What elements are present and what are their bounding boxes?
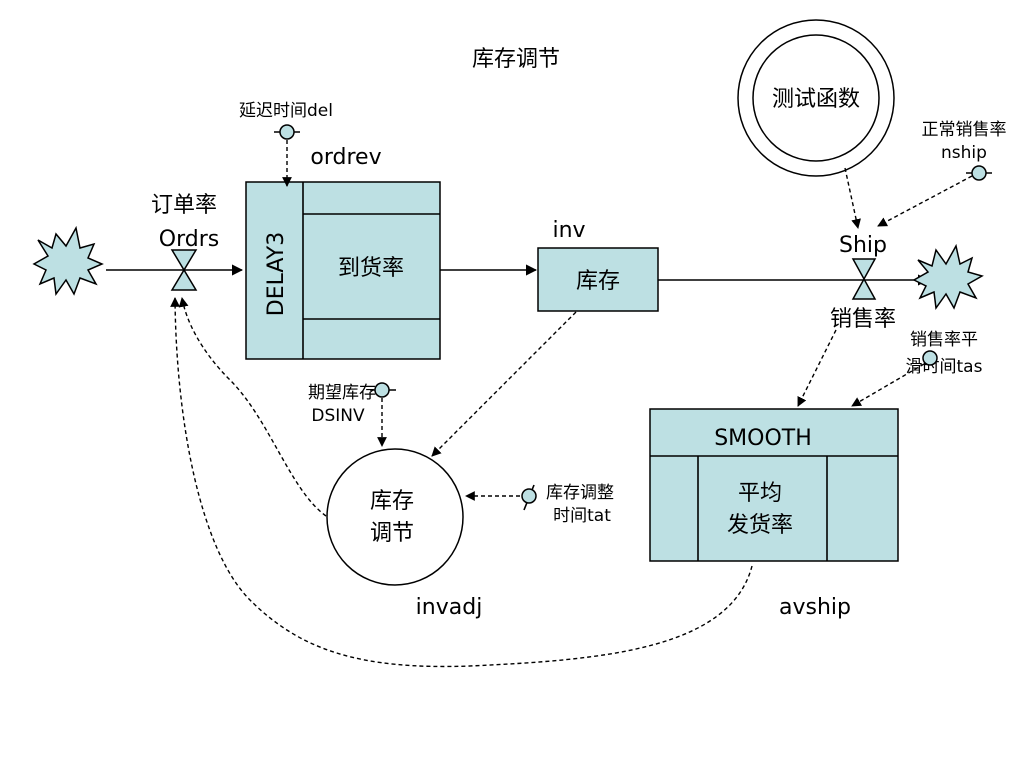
tat-constant-icon [521, 488, 537, 504]
sink-cloud-icon [912, 243, 984, 310]
smooth-box [649, 408, 899, 562]
del-constant-icon [279, 124, 295, 140]
del-constant-label: 延迟时间del [239, 101, 333, 121]
avship-to-orders-link [170, 297, 753, 668]
inventory-name: inv [552, 218, 585, 243]
dsinv-label-line1: 期望库存 [308, 383, 376, 403]
orders-valve-icon [170, 249, 198, 291]
diagram-title: 库存调节 [472, 47, 560, 72]
nship-constant-icon [971, 165, 987, 181]
ship-label-en: Ship [839, 233, 887, 258]
invadj-label-line1: 库存 [370, 489, 414, 514]
source-cloud-icon [32, 225, 104, 296]
test-function-circle [752, 34, 880, 162]
tas-label-line2: 滑时间tas [906, 357, 983, 377]
invadj-to-orders-link [178, 297, 327, 517]
delay3-label: 到货率 [338, 256, 404, 281]
orders-label-en: Ordrs [159, 227, 219, 252]
nship-label-line2: nship [941, 143, 987, 163]
tas-label-line1: 销售率平 [910, 330, 978, 350]
invadj-label-line2: 调节 [370, 521, 414, 546]
dsinv-constant-icon [374, 382, 390, 398]
smooth-name: avship [779, 595, 851, 620]
dsinv-label-line2: DSINV [311, 406, 365, 426]
test-function-link [844, 167, 861, 229]
tas-constant-icon [922, 350, 938, 366]
delay3-box [245, 181, 441, 360]
inventory-label: 库存 [576, 269, 620, 294]
tat-label-line1: 库存调整 [546, 483, 614, 503]
ship-to-smooth-link [797, 329, 837, 407]
orders-label-cn: 订单率 [151, 193, 217, 218]
smooth-header: SMOOTH [714, 426, 812, 451]
ship-label-cn: 销售率 [830, 307, 896, 332]
inventory-box [537, 247, 659, 312]
smooth-label-line1: 平均 [738, 481, 782, 506]
invadj-circle [326, 448, 464, 586]
invadj-name: invadj [416, 595, 483, 620]
tat-label-line2: 时间tat [553, 506, 611, 526]
delay3-name: ordrev [310, 145, 381, 170]
nship-label-line1: 正常销售率 [922, 120, 1007, 140]
ship-valve-icon [851, 258, 877, 300]
delay3-header: DELAY3 [264, 232, 289, 316]
smooth-label-line2: 发货率 [727, 513, 793, 538]
test-function-label: 测试函数 [772, 87, 860, 112]
inventory-to-invadj-link [431, 311, 577, 457]
nship-link [877, 175, 973, 227]
